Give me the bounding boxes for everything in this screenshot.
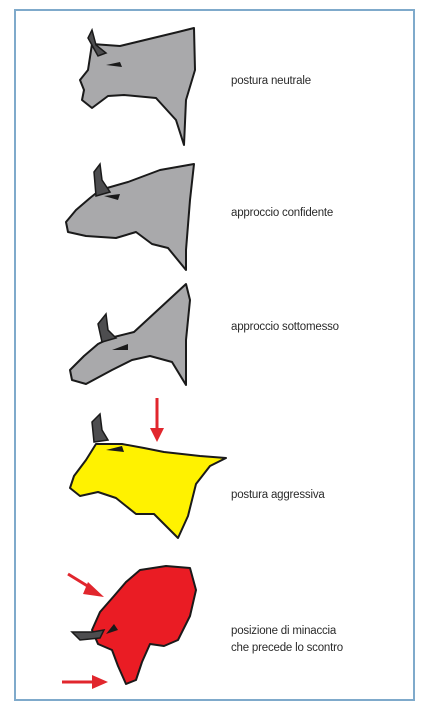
arrow-right-icon: [62, 675, 108, 689]
label-line-1: posizione di minaccia: [231, 623, 343, 640]
horn-icon: [72, 630, 104, 640]
label-line-2: che precede lo scontro: [231, 640, 343, 657]
label-posizione-minaccia: posizione di minaccia che precede lo sco…: [231, 623, 343, 657]
arrow-diagonal-icon: [68, 574, 104, 597]
